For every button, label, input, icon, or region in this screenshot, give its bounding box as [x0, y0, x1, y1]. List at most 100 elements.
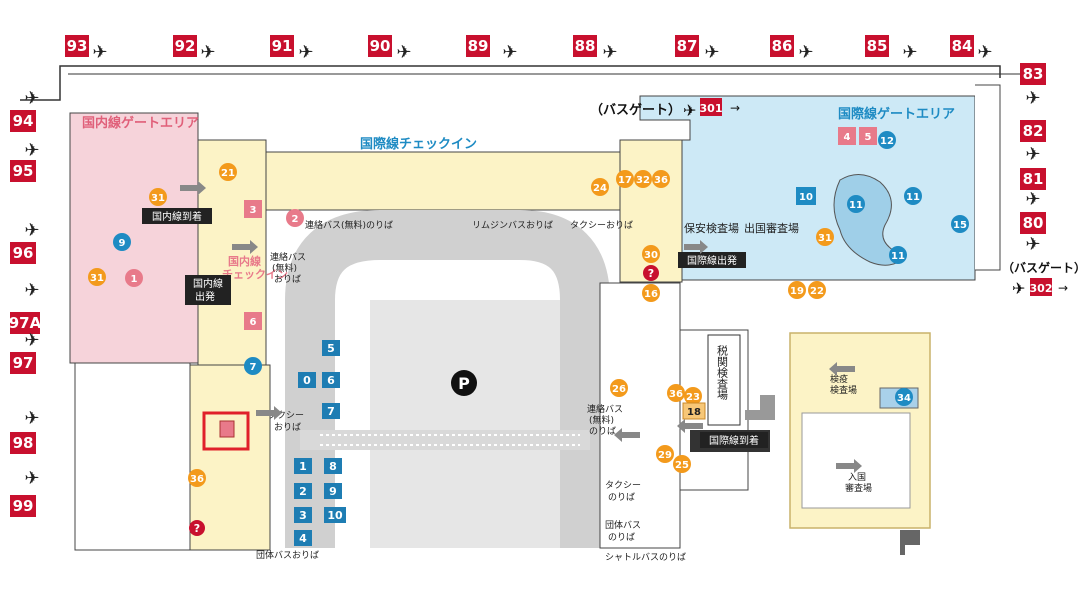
svg-text:81: 81 — [1023, 170, 1044, 188]
svg-text:89: 89 — [468, 37, 489, 55]
taxi-right-label: タクシーのりば — [605, 480, 641, 503]
gate-94[interactable]: ✈ 94 — [10, 88, 40, 132]
svg-text:✈: ✈ — [704, 42, 719, 63]
gate-93[interactable]: 93✈ — [65, 35, 108, 63]
svg-text:32: 32 — [636, 175, 650, 186]
gate-82[interactable]: 82✈ — [1020, 120, 1046, 165]
taxi-left-label: タクシーおりば — [268, 410, 304, 433]
svg-text:✈: ✈ — [92, 42, 107, 63]
bus-stop-squares: 5 0 6 7 1 8 2 9 3 10 4 — [294, 340, 346, 546]
svg-text:21: 21 — [221, 168, 235, 179]
gate-97[interactable]: ✈97 — [10, 330, 40, 374]
svg-text:25: 25 — [675, 460, 689, 471]
svg-text:5: 5 — [327, 342, 335, 355]
svg-text:4: 4 — [844, 132, 851, 143]
svg-text:3: 3 — [299, 509, 307, 522]
svg-text:P: P — [458, 374, 470, 393]
svg-text:国際線到着: 国際線到着 — [709, 434, 759, 447]
security-label: 保安検査場 — [684, 221, 739, 235]
svg-text:22: 22 — [810, 286, 824, 297]
gate-95[interactable]: ✈95 — [10, 140, 40, 182]
gate-90[interactable]: 90✈ — [368, 35, 412, 63]
gate-88[interactable]: 88✈ — [573, 35, 618, 63]
svg-text:10: 10 — [799, 192, 813, 203]
svg-text:1: 1 — [131, 274, 138, 285]
svg-text:36: 36 — [190, 474, 204, 485]
svg-text:15: 15 — [953, 220, 967, 231]
svg-text:301: 301 — [700, 102, 723, 115]
group-bus-label: 団体バスおりば — [256, 549, 319, 561]
svg-text:31: 31 — [90, 273, 104, 284]
svg-text:0: 0 — [303, 374, 311, 387]
highlighted-location[interactable] — [202, 411, 250, 451]
gate-81[interactable]: 81✈ — [1020, 168, 1046, 210]
gate-86[interactable]: 86✈ — [770, 35, 814, 63]
domestic-arrival-sign: 国内線到着 — [142, 208, 212, 224]
blue-markers: 9 7 10 11 11 11 12 15 34 — [113, 131, 969, 406]
svg-text:85: 85 — [867, 37, 888, 55]
gate-84[interactable]: 84✈ — [950, 35, 993, 63]
svg-text:✈: ✈ — [798, 42, 813, 63]
svg-text:✈: ✈ — [683, 101, 696, 120]
svg-text:✈: ✈ — [298, 42, 313, 63]
shuttle-right-label: シャトルバスのりば — [605, 552, 686, 563]
svg-text:88: 88 — [575, 37, 596, 55]
svg-text:90: 90 — [370, 37, 391, 55]
taxi-dropoff-label: タクシーおりば — [570, 220, 633, 231]
gate-87[interactable]: 87✈ — [675, 35, 720, 63]
svg-text:31: 31 — [818, 233, 832, 244]
svg-text:3: 3 — [250, 205, 257, 216]
info-icon[interactable]: ? — [643, 265, 659, 281]
immigration-label: 出国審査場 — [744, 221, 799, 235]
svg-text:91: 91 — [272, 37, 293, 55]
group-bus-right-label: 団体バスのりば — [605, 519, 641, 543]
svg-text:→: → — [1058, 281, 1068, 295]
svg-text:2: 2 — [292, 214, 299, 225]
svg-text:8: 8 — [329, 460, 337, 473]
svg-text:✈: ✈ — [24, 468, 39, 489]
pink-markers: 1 2 3 6 4 5 — [125, 127, 877, 330]
svg-text:80: 80 — [1023, 214, 1044, 232]
gate-99[interactable]: ✈99 — [10, 468, 40, 517]
gate-97a[interactable]: ✈97A — [9, 280, 42, 334]
info-icon[interactable]: ? — [189, 520, 205, 536]
svg-text:9: 9 — [329, 485, 337, 498]
flow-arrows — [180, 181, 920, 555]
limousine-stop-label: リムジンバスおりば — [472, 220, 553, 231]
bus-gate-302[interactable]: （バスゲート） ✈ 302 → — [1002, 260, 1078, 298]
svg-text:国際線出発: 国際線出発 — [687, 254, 737, 267]
gate-91[interactable]: 91 ✈ — [270, 35, 314, 63]
intl-checkin-area — [265, 151, 627, 211]
svg-text:国内線到着: 国内線到着 — [152, 210, 202, 223]
svg-text:出発: 出発 — [195, 290, 215, 303]
gate-98[interactable]: ✈98 — [10, 408, 40, 454]
gate-83[interactable]: 83✈ — [1020, 63, 1046, 109]
bus-gate-301[interactable]: （バスゲート） ✈ 301 → — [590, 98, 740, 120]
svg-text:84: 84 — [952, 37, 973, 55]
right-gates: 83✈ 82✈ 81✈ 80 ✈ — [1020, 63, 1046, 255]
svg-text:10: 10 — [327, 509, 343, 522]
svg-text:✈: ✈ — [502, 42, 517, 63]
svg-text:26: 26 — [612, 384, 626, 395]
svg-text:✈: ✈ — [902, 42, 917, 63]
gate-92[interactable]: 92✈ — [173, 35, 216, 63]
svg-text:?: ? — [648, 267, 654, 280]
svg-text:34: 34 — [897, 393, 911, 404]
quarantine-label: 検疫検査場 — [830, 373, 857, 396]
gate-89[interactable]: 89 ✈ — [466, 35, 518, 63]
svg-text:✈: ✈ — [1025, 234, 1040, 255]
svg-text:94: 94 — [13, 112, 34, 130]
svg-text:✈: ✈ — [24, 88, 39, 109]
gate-96[interactable]: ✈96 — [10, 220, 40, 264]
gate-80[interactable]: 80 ✈ — [1020, 212, 1046, 255]
gate-85[interactable]: 85 ✈ — [865, 35, 918, 63]
parking-marker[interactable]: P — [451, 370, 477, 396]
svg-text:19: 19 — [790, 286, 804, 297]
svg-text:7: 7 — [250, 362, 257, 373]
svg-text:95: 95 — [13, 162, 34, 180]
svg-text:24: 24 — [593, 183, 607, 194]
svg-text:98: 98 — [13, 434, 34, 452]
svg-text:7: 7 — [327, 405, 335, 418]
